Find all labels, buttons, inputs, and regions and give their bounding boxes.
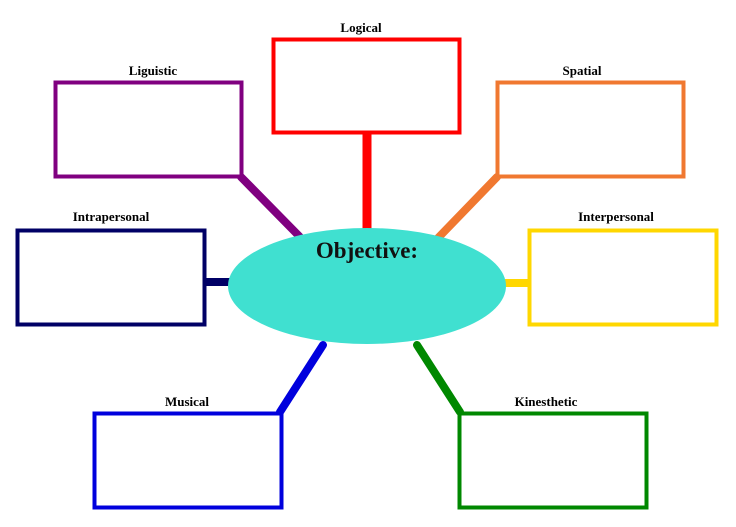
box-liguistic[interactable] (53, 80, 244, 179)
label-logical: Logical (340, 20, 382, 35)
connector-musical (276, 341, 327, 416)
box-spatial[interactable] (495, 80, 686, 179)
box-kinesthetic[interactable] (457, 411, 649, 510)
connector-liguistic (237, 173, 304, 241)
box-intrapersonal[interactable] (15, 228, 207, 327)
label-intrapersonal: Intrapersonal (73, 209, 150, 224)
label-kinesthetic: Kinesthetic (515, 394, 578, 409)
label-musical: Musical (165, 394, 209, 409)
connector-kinesthetic (413, 341, 464, 416)
label-interpersonal: Interpersonal (578, 209, 654, 224)
objective-title: Objective: (316, 238, 418, 263)
label-spatial: Spatial (562, 63, 601, 78)
box-logical[interactable] (271, 37, 462, 135)
box-musical[interactable] (92, 411, 284, 510)
connector-spatial (434, 173, 501, 242)
label-liguistic: Liguistic (129, 63, 178, 78)
objective-ellipse (228, 228, 506, 344)
box-interpersonal[interactable] (527, 228, 719, 327)
